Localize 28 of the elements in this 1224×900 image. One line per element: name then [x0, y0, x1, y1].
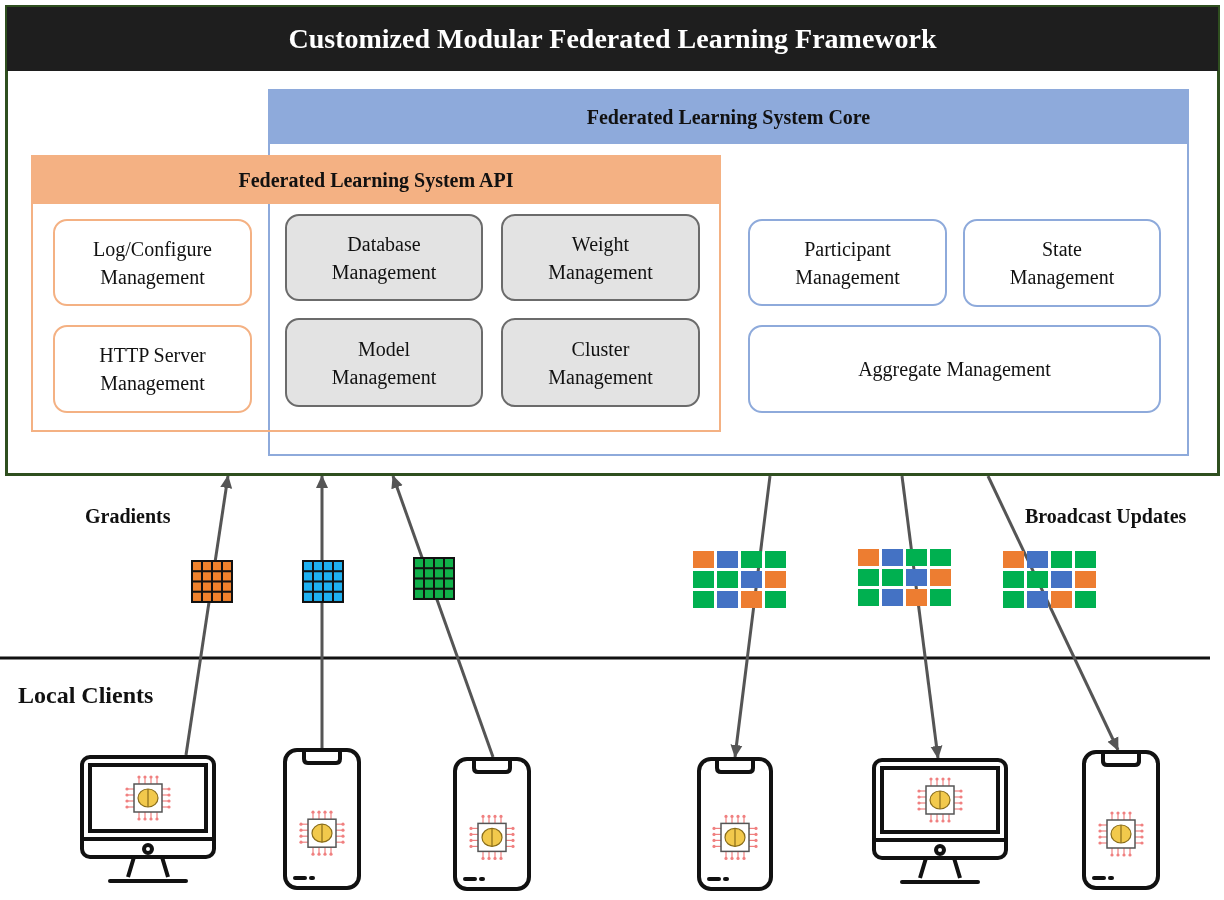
panel-title: Customized Modular Federated Learning Framework [7, 7, 1218, 71]
module-box: State Management [963, 219, 1161, 307]
arrow [986, 475, 1120, 751]
panel-heading: Federated Learning System Core [269, 90, 1188, 144]
module-box: Cluster Management [501, 318, 700, 407]
flow-label: Broadcast Updates [1025, 505, 1187, 528]
flow-label: Gradients [85, 505, 171, 528]
module-box: Model Management [285, 318, 483, 407]
arrow [391, 475, 495, 758]
module-box: Log/Configure Management [53, 219, 252, 306]
module-box: Participant Management [748, 219, 947, 306]
desktop-computer-drawing [872, 758, 1008, 886]
module-box: Aggregate Management [748, 325, 1161, 413]
arrow [730, 475, 772, 758]
module-box: Database Management [285, 214, 483, 301]
section-label: Local Clients [18, 682, 154, 709]
smartphone-drawing [283, 748, 361, 890]
module-box: Weight Management [501, 214, 700, 301]
framework-panel [5, 5, 1220, 476]
smartphone-drawing [1082, 750, 1160, 890]
smartphone-drawing [697, 757, 773, 891]
panel-heading: Federated Learning System API [32, 156, 720, 204]
module-box: HTTP Server Management [53, 325, 252, 413]
arrow [900, 475, 943, 759]
desktop-computer-drawing [80, 755, 216, 885]
arrow [184, 475, 233, 756]
smartphone-drawing [453, 757, 531, 891]
api-panel [31, 155, 721, 432]
